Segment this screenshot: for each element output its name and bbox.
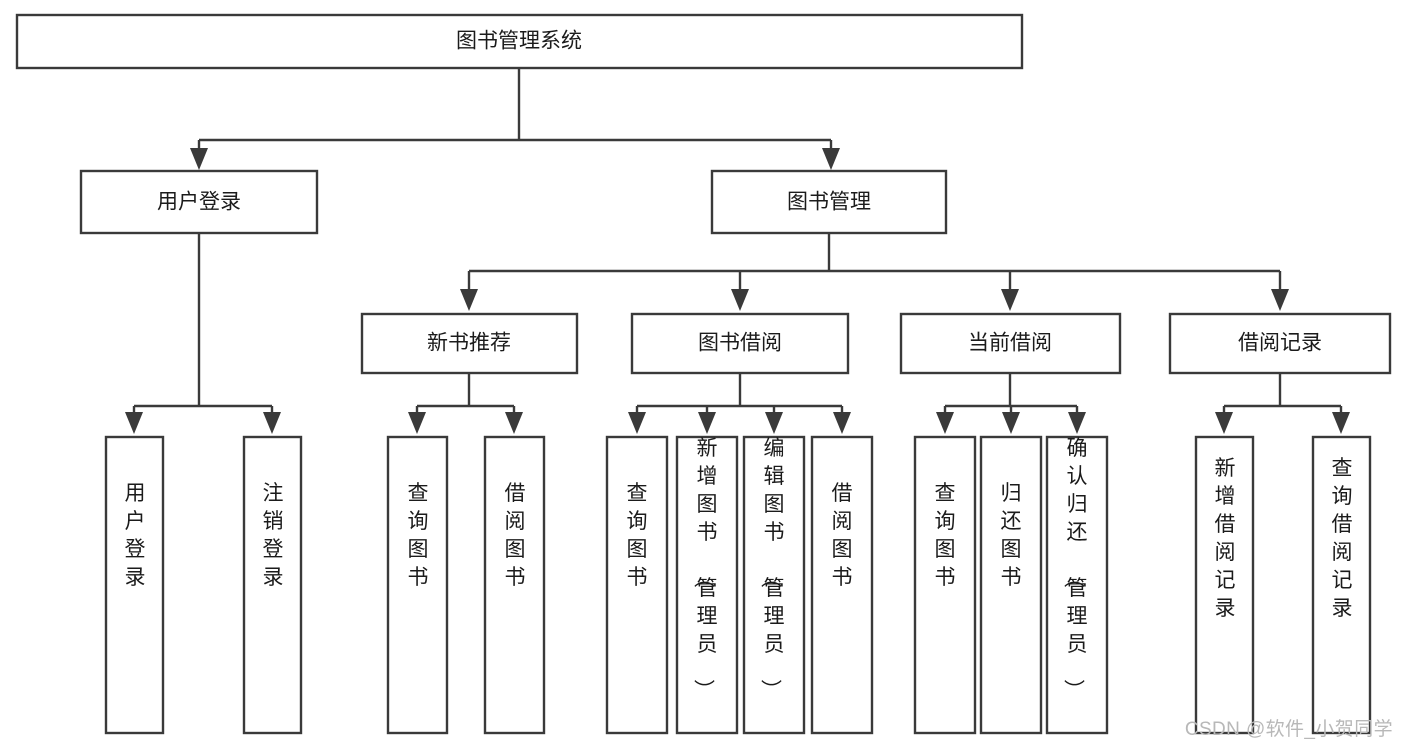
node-leaf-borrow-book-2[interactable]: 借阅图书 <box>810 435 874 735</box>
node-leaf-user-login-label: 用户登录 <box>125 482 146 589</box>
node-leaf-borrow-book-1-label: 借阅图书 <box>505 482 526 589</box>
node-leaf-edit-book[interactable]: 编辑图书（管理员） <box>742 435 806 735</box>
node-leaf-query-book-3-label: 查询图书 <box>935 482 956 589</box>
node-leaf-logout-login-box <box>242 435 303 735</box>
node-new-book-recommend-label: 新书推荐 <box>427 332 511 355</box>
node-leaf-user-login-box <box>104 435 165 735</box>
node-leaf-query-book-1[interactable]: 查询图书 <box>386 435 449 735</box>
node-leaf-query-book-1-box <box>386 435 449 735</box>
node-book-management-box <box>710 169 948 235</box>
node-leaf-logout-login[interactable]: 注销登录 <box>242 435 303 735</box>
node-root-label: 图书管理系统 <box>456 30 582 53</box>
node-leaf-query-book-3-box <box>913 435 977 735</box>
connectors-bookborrow-to-leaves <box>628 373 851 434</box>
node-borrow-record-label: 借阅记录 <box>1238 332 1322 355</box>
node-current-borrow-label: 当前借阅 <box>968 332 1052 355</box>
node-leaf-return-book-label: 归还图书 <box>1001 482 1022 589</box>
node-leaf-query-record-box <box>1311 435 1372 735</box>
node-leaf-edit-book-label: 编辑图书（管理员） <box>759 437 785 700</box>
node-leaf-return-book[interactable]: 归还图书 <box>979 435 1043 735</box>
node-current-borrow[interactable]: 当前借阅 <box>899 312 1122 375</box>
connectors-userlogin-to-leaves <box>125 233 281 434</box>
node-leaf-query-book-2-box <box>605 435 669 735</box>
node-leaf-borrow-book-1[interactable]: 借阅图书 <box>483 435 546 735</box>
node-book-management-label: 图书管理 <box>787 191 871 214</box>
node-leaf-borrow-book-2-label: 借阅图书 <box>832 482 853 589</box>
node-leaf-query-book-3[interactable]: 查询图书 <box>913 435 977 735</box>
node-leaf-query-book-1-label: 查询图书 <box>408 482 429 589</box>
node-leaf-query-book-2[interactable]: 查询图书 <box>605 435 669 735</box>
node-leaf-query-record[interactable]: 查询借阅记录 <box>1311 435 1372 735</box>
connectors-currentborrow-to-leaves <box>936 373 1086 434</box>
node-leaf-add-book-label: 新增图书（管理员） <box>692 437 718 700</box>
node-leaf-query-book-2-label: 查询图书 <box>627 482 648 589</box>
node-book-borrow-label: 图书借阅 <box>698 332 782 355</box>
node-book-borrow[interactable]: 图书借阅 <box>630 312 850 375</box>
node-leaf-add-book-box <box>675 435 739 735</box>
node-leaf-user-login[interactable]: 用户登录 <box>104 435 165 735</box>
node-leaf-edit-book-box <box>742 435 806 735</box>
node-leaf-query-record-label: 查询借阅记录 <box>1332 457 1353 620</box>
node-leaf-borrow-book-1-box <box>483 435 546 735</box>
node-leaf-confirm-return-label: 确认归还（管理员） <box>1062 437 1088 700</box>
node-new-book-recommend-box <box>360 312 579 375</box>
watermark-text: CSDN @软件_小贺同学 <box>1184 719 1393 740</box>
node-current-borrow-box <box>899 312 1122 375</box>
node-book-management[interactable]: 图书管理 <box>710 169 948 235</box>
node-leaf-add-record-box <box>1194 435 1255 735</box>
node-leaf-borrow-book-2-box <box>810 435 874 735</box>
connectors-borrowrecord-to-leaves <box>1215 373 1350 434</box>
node-user-login-box <box>79 169 319 235</box>
node-leaf-confirm-return-box <box>1045 435 1109 735</box>
connectors-newbook-to-leaves <box>408 373 523 434</box>
node-leaf-logout-login-label: 注销登录 <box>263 482 284 589</box>
node-leaf-confirm-return[interactable]: 确认归还（管理员） <box>1045 435 1109 735</box>
node-new-book-recommend[interactable]: 新书推荐 <box>360 312 579 375</box>
node-user-login-label: 用户登录 <box>157 191 241 214</box>
node-root-box <box>15 13 1024 70</box>
node-leaf-add-book[interactable]: 新增图书（管理员） <box>675 435 739 735</box>
node-leaf-return-book-box <box>979 435 1043 735</box>
node-root[interactable]: 图书管理系统 <box>15 13 1024 70</box>
connectors-booknode-to-level2 <box>460 233 1289 311</box>
node-borrow-record-box <box>1168 312 1392 375</box>
node-leaf-add-record-label: 新增借阅记录 <box>1215 457 1236 620</box>
node-leaf-add-record[interactable]: 新增借阅记录 <box>1194 435 1255 735</box>
node-borrow-record[interactable]: 借阅记录 <box>1168 312 1392 375</box>
node-book-borrow-box <box>630 312 850 375</box>
connectors-root-to-level1 <box>190 68 840 170</box>
node-user-login[interactable]: 用户登录 <box>79 169 319 235</box>
